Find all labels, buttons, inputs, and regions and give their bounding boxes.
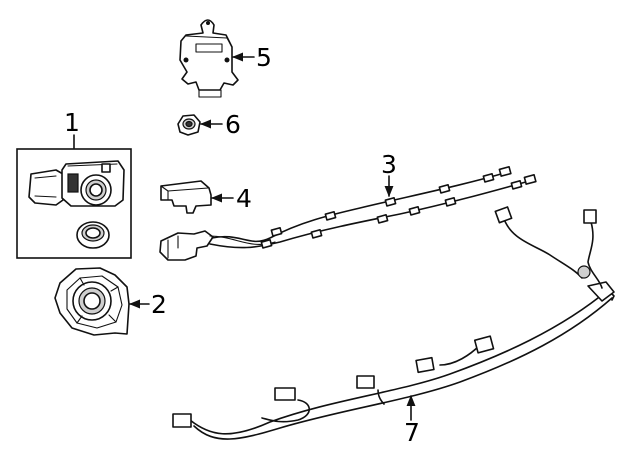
callout-2: 2 — [151, 290, 167, 319]
part-2-sensor-holder — [54, 267, 130, 336]
part-4-bracket — [160, 180, 212, 214]
callout-1: 1 — [64, 108, 80, 137]
part-5-control-module — [179, 19, 239, 98]
harness-clips — [260, 166, 537, 249]
callout-3: 3 — [381, 150, 397, 179]
part-6-clip-nut — [177, 114, 201, 136]
part-1-parking-sensor — [16, 148, 132, 259]
part-3-sensor-harness — [159, 166, 537, 261]
callout-6: 6 — [225, 110, 241, 139]
callout-4: 4 — [236, 184, 252, 213]
callout-5: 5 — [256, 43, 272, 72]
leader-lines — [73, 52, 416, 421]
part-7-bumper-harness — [172, 206, 615, 440]
callout-7: 7 — [404, 418, 420, 447]
